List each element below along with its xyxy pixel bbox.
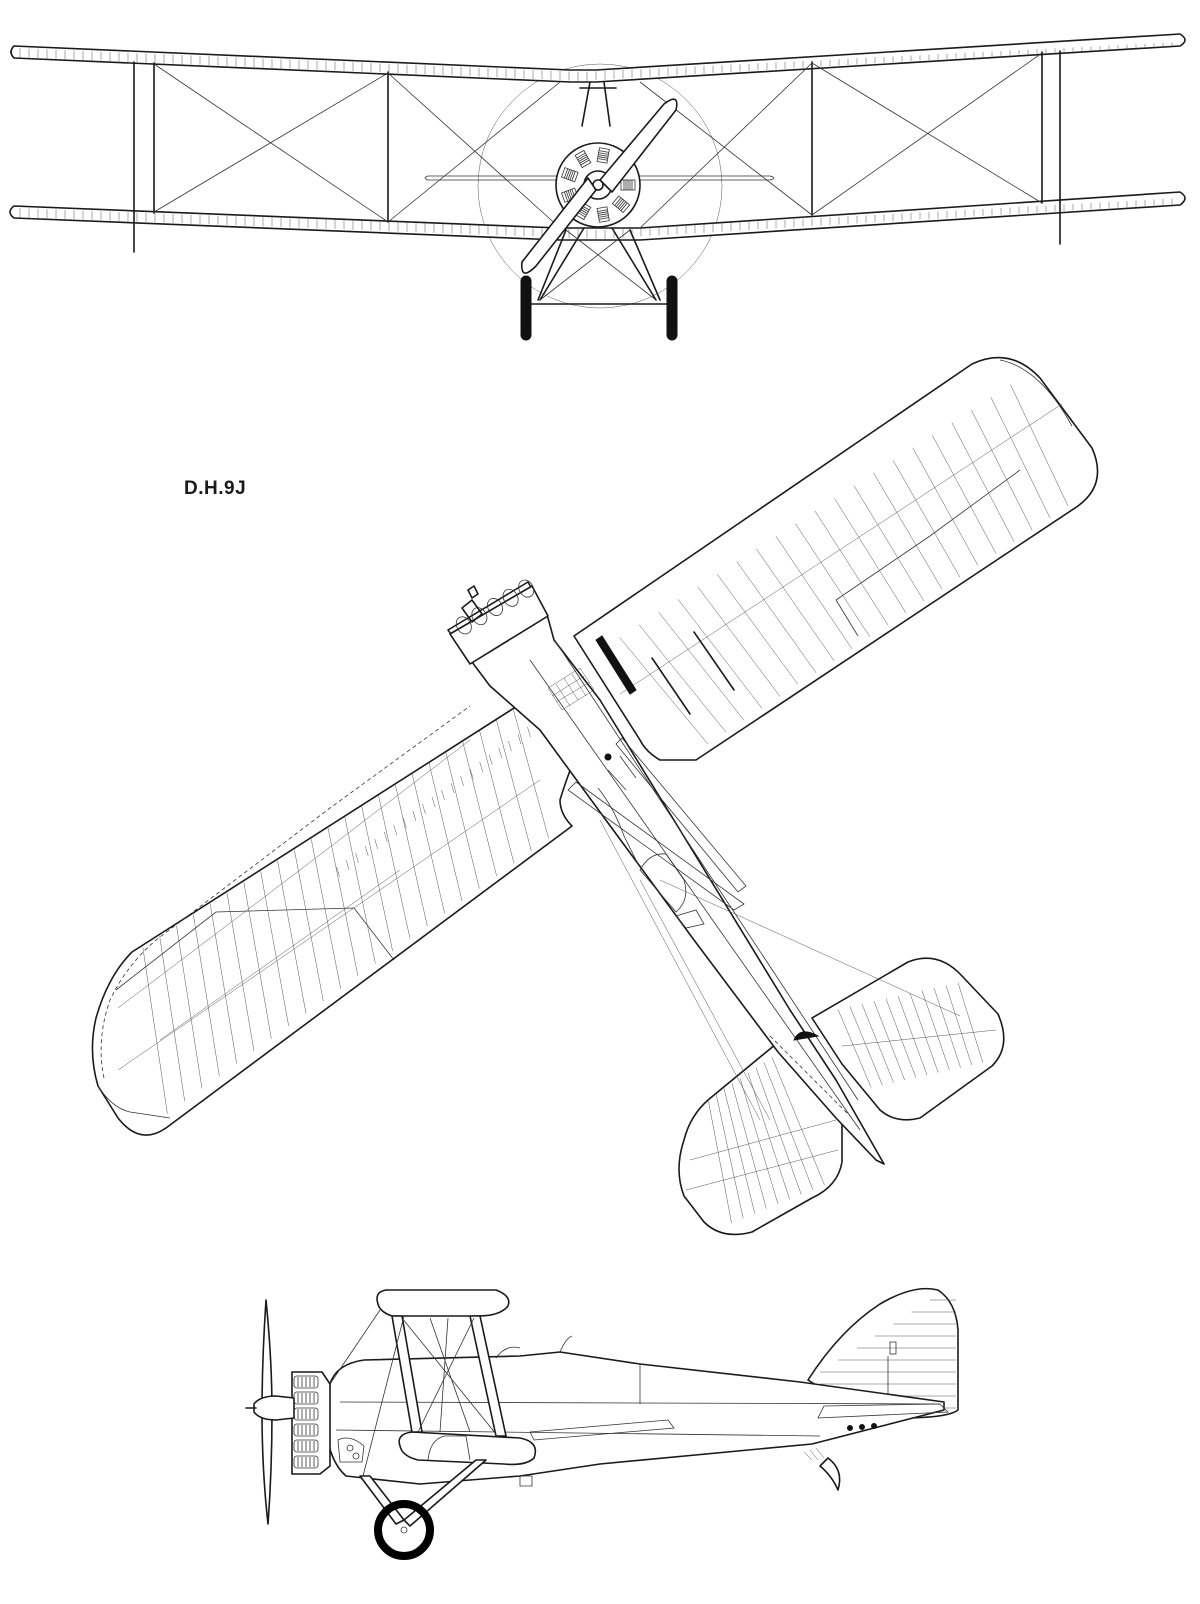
plan-propeller-hub — [461, 585, 483, 623]
side-propeller-hub — [253, 1395, 295, 1421]
side-lower-wing — [398, 1431, 537, 1466]
side-upper-wing — [376, 1289, 510, 1317]
plan-cabane-strut-black — [595, 635, 637, 695]
front-right-wheel — [666, 275, 678, 341]
plan-view — [91, 356, 1099, 1236]
front-wingtip-skids — [133, 201, 1061, 253]
front-propeller-blade-lower — [520, 177, 597, 274]
front-left-wheel — [520, 275, 532, 341]
plan-fin-root-black — [793, 1031, 820, 1041]
front-lower-wing — [9, 191, 1186, 241]
side-bracing-wires — [329, 1309, 497, 1481]
plan-cockpit-rail — [567, 781, 745, 911]
plan-left-aileron — [115, 907, 395, 991]
plan-right-wing-ribs — [619, 384, 1069, 745]
front-lower-wing-ribs — [19, 198, 1173, 239]
plan-engine-cylinders — [455, 579, 535, 635]
plan-right-aileron — [835, 469, 1021, 601]
side-cowling-panel — [337, 1437, 365, 1463]
side-engine-cylinders — [293, 1375, 319, 1469]
plan-left-tailplane — [678, 1043, 843, 1236]
plan-front-cockpit-grid — [547, 667, 595, 711]
side-exhaust-pipe — [529, 1419, 675, 1441]
plan-left-wing-edge-ticks — [336, 719, 541, 878]
plan-right-upper-wing — [573, 356, 1099, 761]
front-tailplane — [424, 175, 775, 181]
side-fin-rudder — [807, 1287, 959, 1419]
plan-rear-cockpit — [639, 853, 687, 913]
front-undercarriage-struts — [525, 227, 673, 305]
front-cabane-struts — [579, 81, 617, 127]
plan-tail-bracing-wires — [599, 819, 961, 1121]
plan-right-tailplane-ribs — [837, 982, 997, 1088]
plan-left-wing-spar-dashed — [100, 705, 471, 1079]
plan-left-wing-ribs — [117, 708, 549, 1114]
side-interplane-struts — [391, 1315, 507, 1437]
side-tailplane — [817, 1403, 949, 1419]
propeller-disc — [477, 63, 723, 309]
side-tail-fittings — [847, 1423, 877, 1431]
front-interplane-struts — [133, 50, 1061, 223]
aircraft-designation-label: D.H.9J — [184, 478, 247, 499]
plan-left-wing — [91, 693, 581, 1136]
side-wheel-hub — [400, 1526, 408, 1534]
front-propeller-blade-upper — [599, 98, 678, 193]
plan-right-interplane-struts — [651, 631, 735, 715]
front-undercarriage-wires — [539, 229, 657, 301]
side-tailskid — [819, 1457, 841, 1491]
front-upper-wing — [10, 33, 1186, 83]
plan-left-tailplane-ribs — [685, 1057, 839, 1224]
front-view — [9, 33, 1186, 341]
plan-fuel-cap — [604, 753, 612, 761]
side-view — [245, 1287, 959, 1560]
front-upper-wing-ribs — [19, 42, 1173, 81]
side-wheel — [374, 1500, 434, 1560]
